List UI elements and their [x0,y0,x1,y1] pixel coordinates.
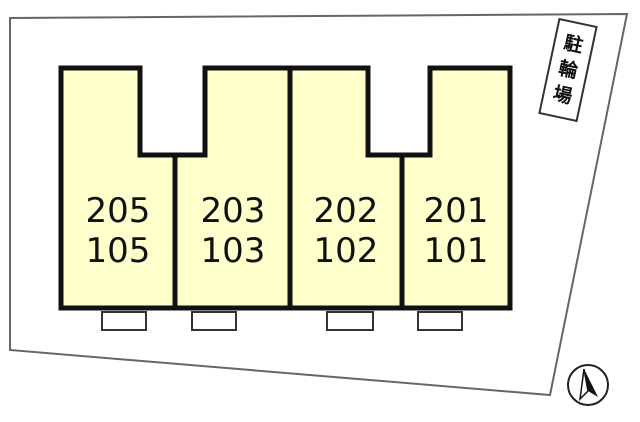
bicycle-parking: 駐 輪 場 [538,17,598,123]
unit-label-102: 102 [314,231,379,271]
entrance-step-103 [191,311,237,331]
unit-label-202: 202 [314,191,379,231]
unit-label-101: 101 [424,231,489,271]
unit-label-105: 105 [86,231,151,271]
unit-label-203: 203 [201,191,266,231]
unit-block-201-101 [399,65,513,311]
bicycle-parking-char-3: 場 [551,83,574,108]
entrance-step-102 [326,311,374,331]
building [58,65,513,311]
unit-label-205: 205 [86,191,151,231]
north-arrow-icon [567,364,609,406]
north-arrow-pointer-outline [578,368,589,402]
unit-label-103: 103 [201,231,266,271]
north-arrow-pointer [584,369,598,397]
bicycle-parking-char-1: 駐 [562,31,585,57]
unit-label-201: 201 [424,191,489,231]
entrance-step-105 [101,311,147,331]
bicycle-parking-box [538,17,598,123]
entrance-step-101 [417,311,463,331]
